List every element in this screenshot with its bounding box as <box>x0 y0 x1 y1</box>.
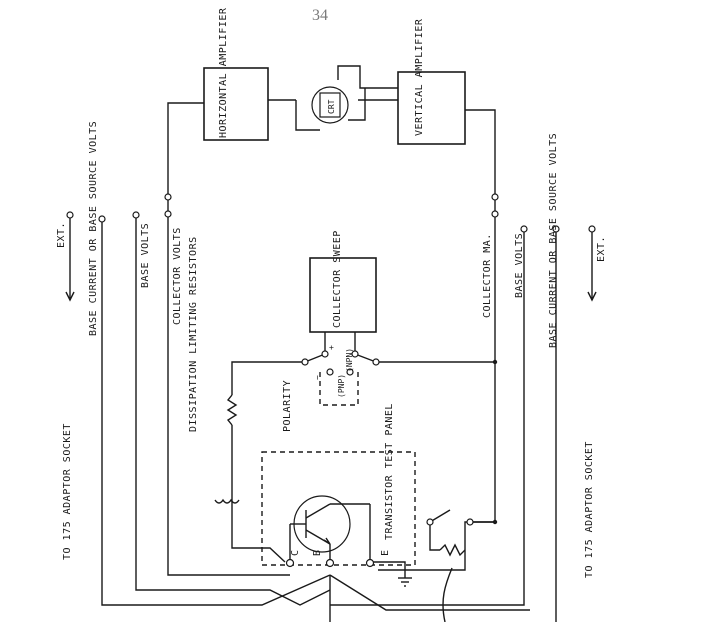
dissipation-resistors-label: DISSIPATION LIMITING RESISTORS <box>188 236 199 432</box>
test-panel-label: TRANSISTOR TEST PANEL <box>384 403 395 540</box>
right-adaptor-socket-label: TO 175 ADAPTOR SOCKET <box>584 441 595 578</box>
coil-symbol <box>214 498 240 504</box>
right-base-volts-label: BASE VOLTS <box>514 233 525 298</box>
right-ext-label: EXT. <box>596 236 607 262</box>
wiring <box>69 65 593 622</box>
crt-label: CRT <box>327 99 336 114</box>
vertical-amplifier-label: VERTICAL AMPLIFIER <box>414 18 425 136</box>
transistor-test-panel: TRANSISTOR TEST PANEL C B E <box>261 403 416 568</box>
right-collector-ma-label: COLLECTOR MA. <box>482 233 493 318</box>
left-base-current-label: BASE CURRENT OR BASE SOURCE VOLTS <box>88 121 99 336</box>
collector-sweep-label: COLLECTOR SWEEP <box>332 230 343 328</box>
terminal-e-label: E <box>380 549 391 556</box>
polarity-plus: + <box>327 345 336 350</box>
terminals <box>66 193 596 526</box>
npn-label: (NPN) <box>345 348 354 372</box>
adaptor-arrows <box>65 255 597 302</box>
right-base-current-label: BASE CURRENT OR BASE SOURCE VOLTS <box>548 133 559 348</box>
page-number: 34 <box>312 7 328 24</box>
vertical-amplifier-block: VERTICAL AMPLIFIER <box>397 18 466 145</box>
left-base-volts-label: BASE VOLTS <box>140 223 151 288</box>
left-ext-label: EXT. <box>56 222 67 248</box>
collector-sweep-block: COLLECTOR SWEEP <box>309 230 377 333</box>
polarity-label: POLARITY <box>282 380 293 432</box>
left-adaptor-socket-label: TO 175 ADAPTOR SOCKET <box>62 423 73 560</box>
pnp-label: (PNP) <box>337 374 346 398</box>
horizontal-amplifier-block: HORIZONTAL AMPLIFIER <box>203 7 269 141</box>
polarity-minus: − <box>313 375 322 380</box>
crt-symbol: CRT <box>311 86 349 124</box>
horizontal-amplifier-label: HORIZONTAL AMPLIFIER <box>218 7 229 138</box>
ground-symbol <box>398 577 412 587</box>
terminal-b-label: B <box>312 549 323 556</box>
terminal-c-label: C <box>290 549 301 556</box>
polarity-switch: + − (NPN) (PNP) <box>301 345 380 406</box>
left-collector-volts-label: COLLECTOR VOLTS <box>172 227 183 325</box>
